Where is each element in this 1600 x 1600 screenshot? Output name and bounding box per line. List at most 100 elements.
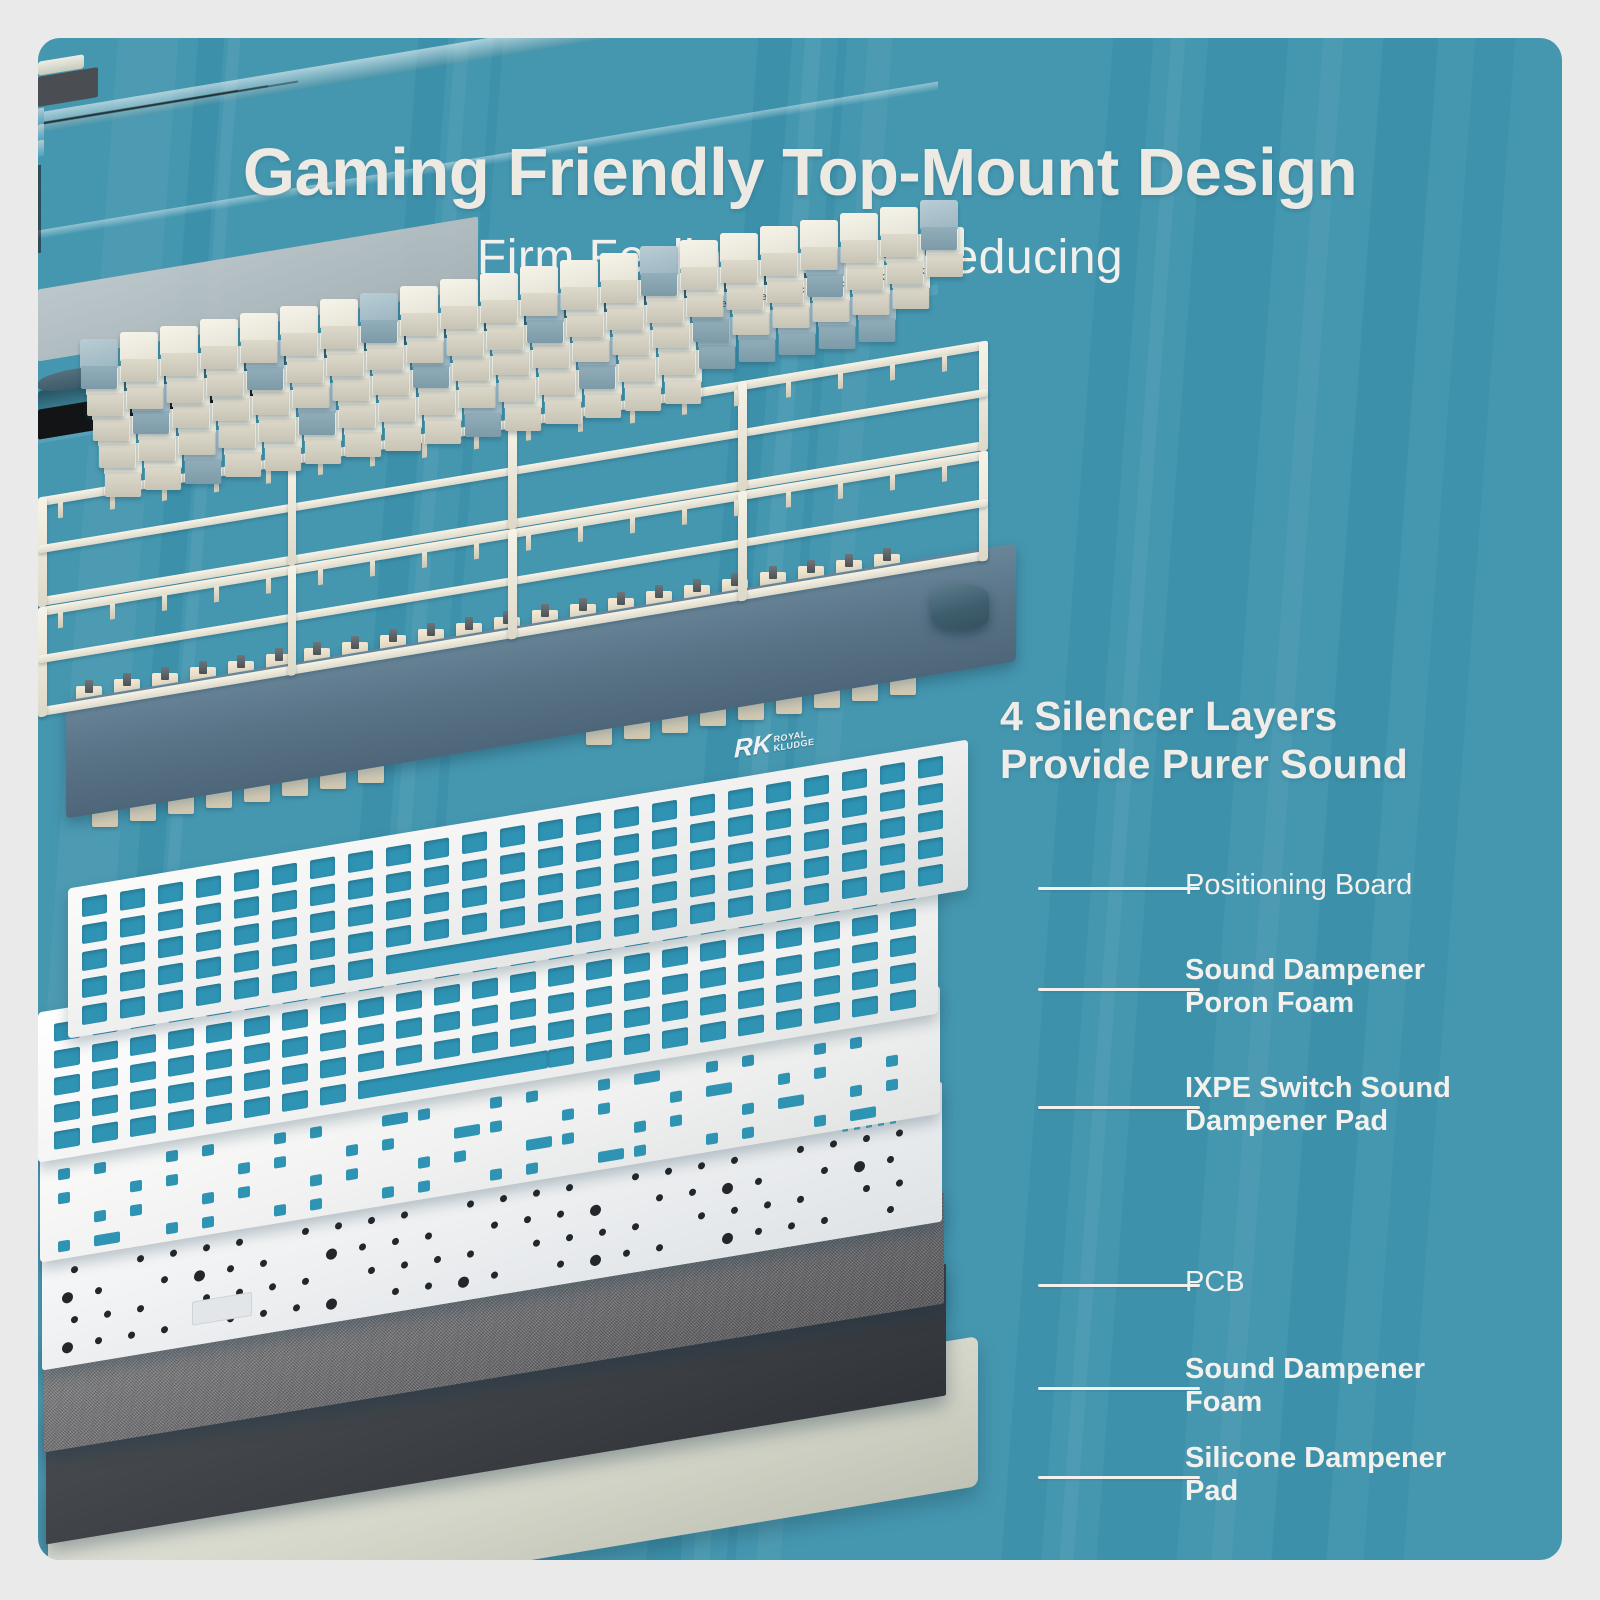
gasket-tooth [370, 559, 375, 577]
positioning-board-cutout [462, 831, 487, 855]
keycap-front [419, 391, 455, 416]
keycap-front [579, 364, 615, 389]
ixpe-cutout [274, 1155, 286, 1169]
keycap-front [841, 240, 877, 264]
poron-cutout [320, 1029, 346, 1052]
poron-cutout [396, 989, 422, 1013]
keycap-top [760, 226, 798, 256]
poron-cutout [434, 983, 460, 1006]
pcb-solder-pad [260, 1259, 267, 1268]
keycap-front [401, 313, 437, 337]
keycap-top [240, 312, 278, 342]
pcb-solder-pad [194, 1269, 205, 1283]
keycap-front [93, 418, 129, 442]
poron-cutout [168, 1054, 194, 1077]
keycap-front [887, 260, 923, 284]
pcb-solder-pad [656, 1193, 663, 1202]
gasket-tooth [162, 594, 167, 612]
gasket-tooth [58, 611, 63, 629]
ixpe-cutout [310, 1173, 322, 1187]
switch-stem [236, 654, 246, 668]
positioning-board-cutout [766, 861, 791, 885]
gasket-bar [508, 528, 517, 640]
pcb-solder-pad [524, 1215, 531, 1224]
infographic-panel: RKROYALKLUDGEInsEndEndPausePausePrtScPrt… [38, 38, 1562, 1560]
pcb-solder-pad [368, 1266, 375, 1275]
poron-cutout [776, 1008, 802, 1031]
keycap-front [659, 351, 695, 376]
pcb-solder-pad [731, 1156, 738, 1165]
pcb-solder-pad [326, 1297, 337, 1311]
poron-cutout [814, 947, 840, 971]
keycap [480, 272, 518, 323]
keycap-front [665, 379, 701, 405]
pcb-solder-pad [62, 1291, 73, 1305]
keycap-front [641, 273, 677, 297]
poron-cutout [244, 1015, 270, 1038]
positioning-board-cutout [234, 868, 259, 893]
pcb-solder-pad [797, 1195, 804, 1204]
keycap-front [779, 331, 815, 356]
ixpe-cutout [454, 1123, 480, 1139]
switch-stem [426, 623, 436, 637]
poron-cutout [54, 1100, 80, 1123]
poron-cutout [776, 954, 802, 977]
ixpe-cutout [598, 1078, 610, 1092]
ixpe-cutout [670, 1090, 682, 1104]
ixpe-cutout [742, 1126, 754, 1140]
poron-cutout [130, 1087, 156, 1111]
switch-stem [502, 610, 512, 624]
positioning-board-cutout [196, 875, 221, 899]
keycap-front [99, 444, 135, 469]
ixpe-cutout [850, 1036, 862, 1050]
pcb-solder-pad [830, 1139, 837, 1149]
keycap-front [625, 386, 661, 411]
pcb-solder-pad [854, 1160, 865, 1174]
switch-stem [540, 604, 550, 618]
keycap-front [465, 412, 501, 438]
positioning-board-cutout [158, 881, 183, 905]
positioning-board-cutout [272, 862, 297, 886]
bottom-case-lip [38, 38, 938, 133]
pcb-solder-pad [293, 1303, 300, 1312]
pcb-solder-pad [227, 1264, 234, 1273]
pcb-solder-pad [566, 1183, 573, 1192]
pcb-solder-pad [458, 1275, 469, 1289]
positioning-board-cutout [272, 889, 297, 913]
positioning-board-cutout [766, 780, 791, 804]
keycap-front [339, 404, 375, 429]
poron-cutout [890, 989, 916, 1012]
poron-cutout [814, 974, 840, 998]
keycap-top [320, 299, 358, 329]
ixpe-cutout [706, 1132, 718, 1146]
positioning-board-cutout [918, 755, 943, 779]
keycap-front [185, 458, 221, 484]
poron-cutout [624, 1033, 650, 1056]
poron-cutout [92, 1067, 118, 1090]
keycap [178, 402, 216, 455]
positioning-board-cutout [82, 975, 107, 999]
positioning-board-cutout [728, 841, 753, 865]
silicone-marker-1 [38, 107, 44, 125]
pcb-solder-pad [392, 1237, 399, 1246]
positioning-board-cutout [804, 774, 829, 798]
gasket-tooth [734, 499, 739, 517]
keycap-front [373, 371, 409, 395]
positioning-board-cutout [728, 895, 753, 919]
keycap-top [200, 319, 238, 349]
keycap-front [201, 346, 237, 370]
poron-cutout [396, 1043, 422, 1067]
callout-label-1-line-1: Positioning Board [1185, 869, 1413, 901]
positioning-board-cutout [842, 768, 867, 792]
pcb-solder-pad [722, 1232, 733, 1245]
pcb-solder-pad [71, 1265, 78, 1274]
callout-heading: 4 Silencer Layers Provide Purer Sound [1000, 693, 1560, 788]
poron-cutout [852, 968, 878, 991]
positioning-board-cutout [576, 866, 601, 890]
keycap-front [881, 233, 917, 257]
poron-cutout [244, 1042, 270, 1065]
keycap-front [327, 353, 363, 377]
positioning-board-cutout [310, 937, 335, 961]
positioning-board-cutout [880, 842, 905, 867]
